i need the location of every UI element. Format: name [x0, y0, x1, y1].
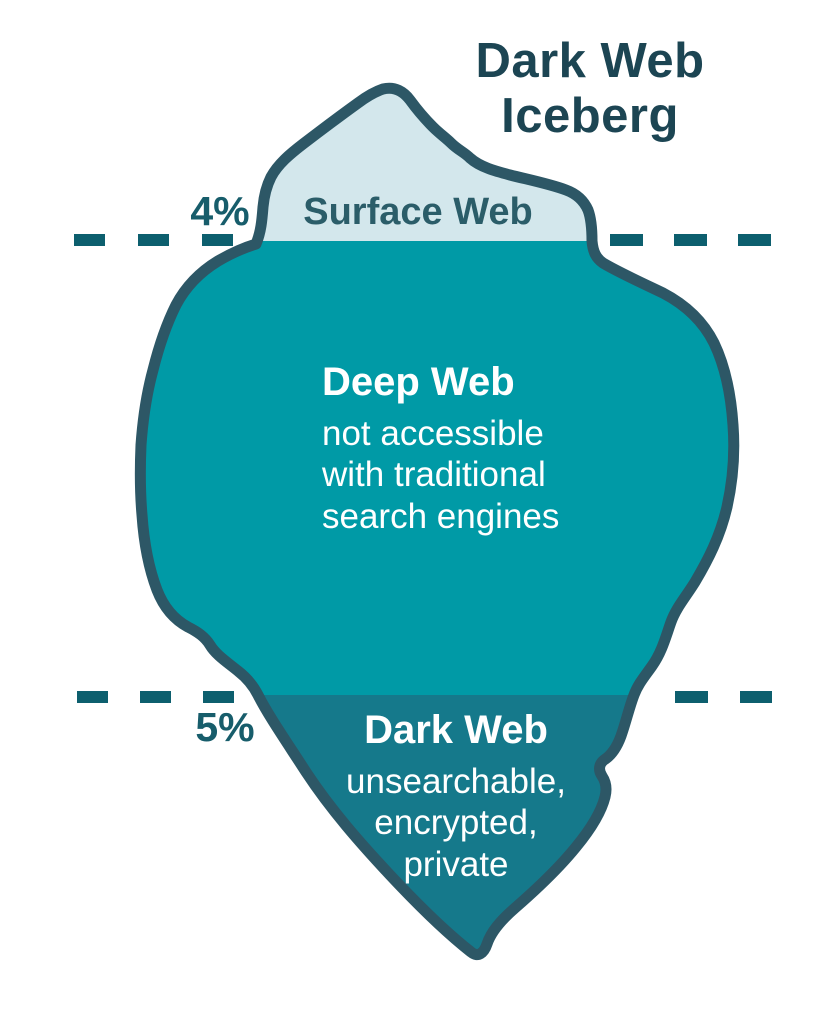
surface-percent-label: 4%	[190, 188, 250, 234]
dark-web-text-block: Dark Web unsearchable, encrypted, privat…	[320, 708, 592, 885]
deep-web-label: Deep Web	[322, 360, 515, 404]
deep-web-description: not accessible with traditional search e…	[322, 414, 560, 536]
iceberg-outline	[134, 82, 740, 961]
deep-web-region	[140, 241, 734, 695]
dark-web-description: unsearchable, encrypted, private	[346, 762, 566, 884]
dark-percent-label: 5%	[195, 704, 255, 750]
page-title-line1: Dark Web	[475, 34, 705, 88]
page-title: Dark Web Iceberg	[440, 34, 740, 144]
surface-web-label: Surface Web	[303, 191, 533, 233]
page-title-line2: Iceberg	[501, 88, 679, 143]
deep-web-text-block: Deep Web not accessible with traditional…	[322, 360, 622, 537]
dark-web-label: Dark Web	[364, 708, 548, 752]
